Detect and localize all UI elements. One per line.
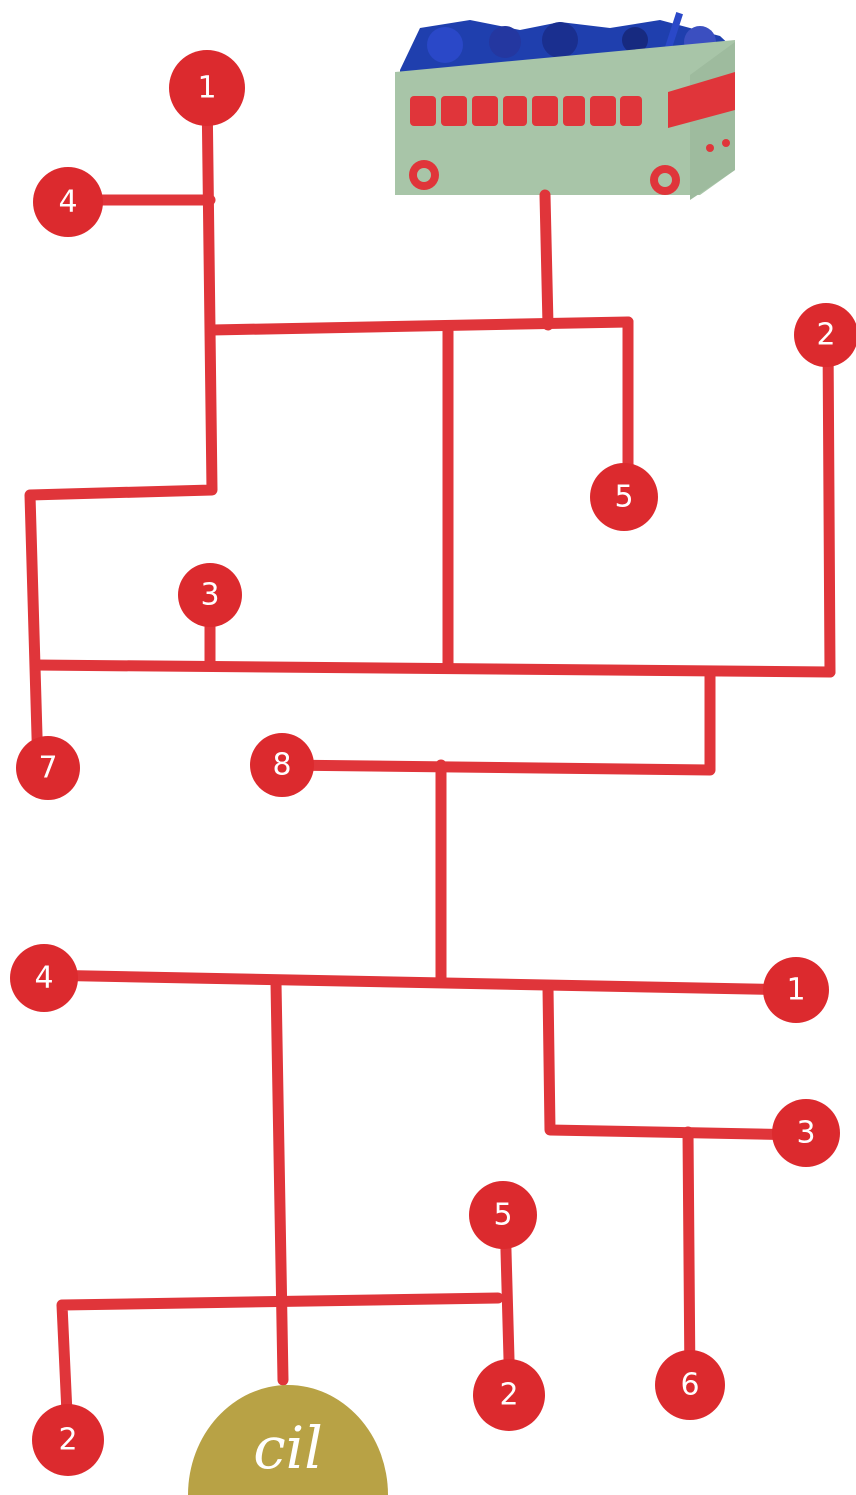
svg-text:2: 2 xyxy=(58,1423,77,1458)
maze-node[interactable]: 3 xyxy=(178,563,242,627)
svg-text:4: 4 xyxy=(58,185,77,220)
maze-node[interactable]: 8 xyxy=(250,733,314,797)
maze-node[interactable]: 4 xyxy=(33,167,103,237)
svg-text:5: 5 xyxy=(614,480,633,515)
maze-node[interactable]: 4 xyxy=(10,944,78,1012)
svg-text:2: 2 xyxy=(499,1378,518,1413)
maze-node[interactable]: 2 xyxy=(32,1404,104,1476)
svg-text:3: 3 xyxy=(200,578,219,613)
maze-node[interactable]: 1 xyxy=(169,50,245,126)
svg-text:7: 7 xyxy=(38,751,57,786)
svg-text:4: 4 xyxy=(34,961,53,996)
maze-paths xyxy=(30,90,830,1435)
maze-node[interactable]: 6 xyxy=(655,1350,725,1420)
maze-node[interactable]: 1 xyxy=(763,957,829,1023)
svg-text:5: 5 xyxy=(493,1198,512,1233)
svg-text:8: 8 xyxy=(272,748,291,783)
maze-node[interactable]: 2 xyxy=(473,1359,545,1431)
maze-node[interactable]: 5 xyxy=(590,463,658,531)
svg-text:2: 2 xyxy=(816,318,835,353)
goal-label: cil xyxy=(253,1414,323,1482)
maze-node[interactable]: 3 xyxy=(772,1099,840,1167)
svg-text:6: 6 xyxy=(680,1368,699,1403)
svg-text:3: 3 xyxy=(796,1116,815,1151)
maze-node[interactable]: 5 xyxy=(469,1181,537,1249)
goal-marker[interactable]: cil xyxy=(188,1385,388,1495)
maze-node[interactable]: 2 xyxy=(794,303,856,367)
svg-text:1: 1 xyxy=(197,71,216,106)
bus-icon xyxy=(395,12,735,200)
maze-node[interactable]: 7 xyxy=(16,736,80,800)
svg-text:1: 1 xyxy=(786,973,805,1008)
